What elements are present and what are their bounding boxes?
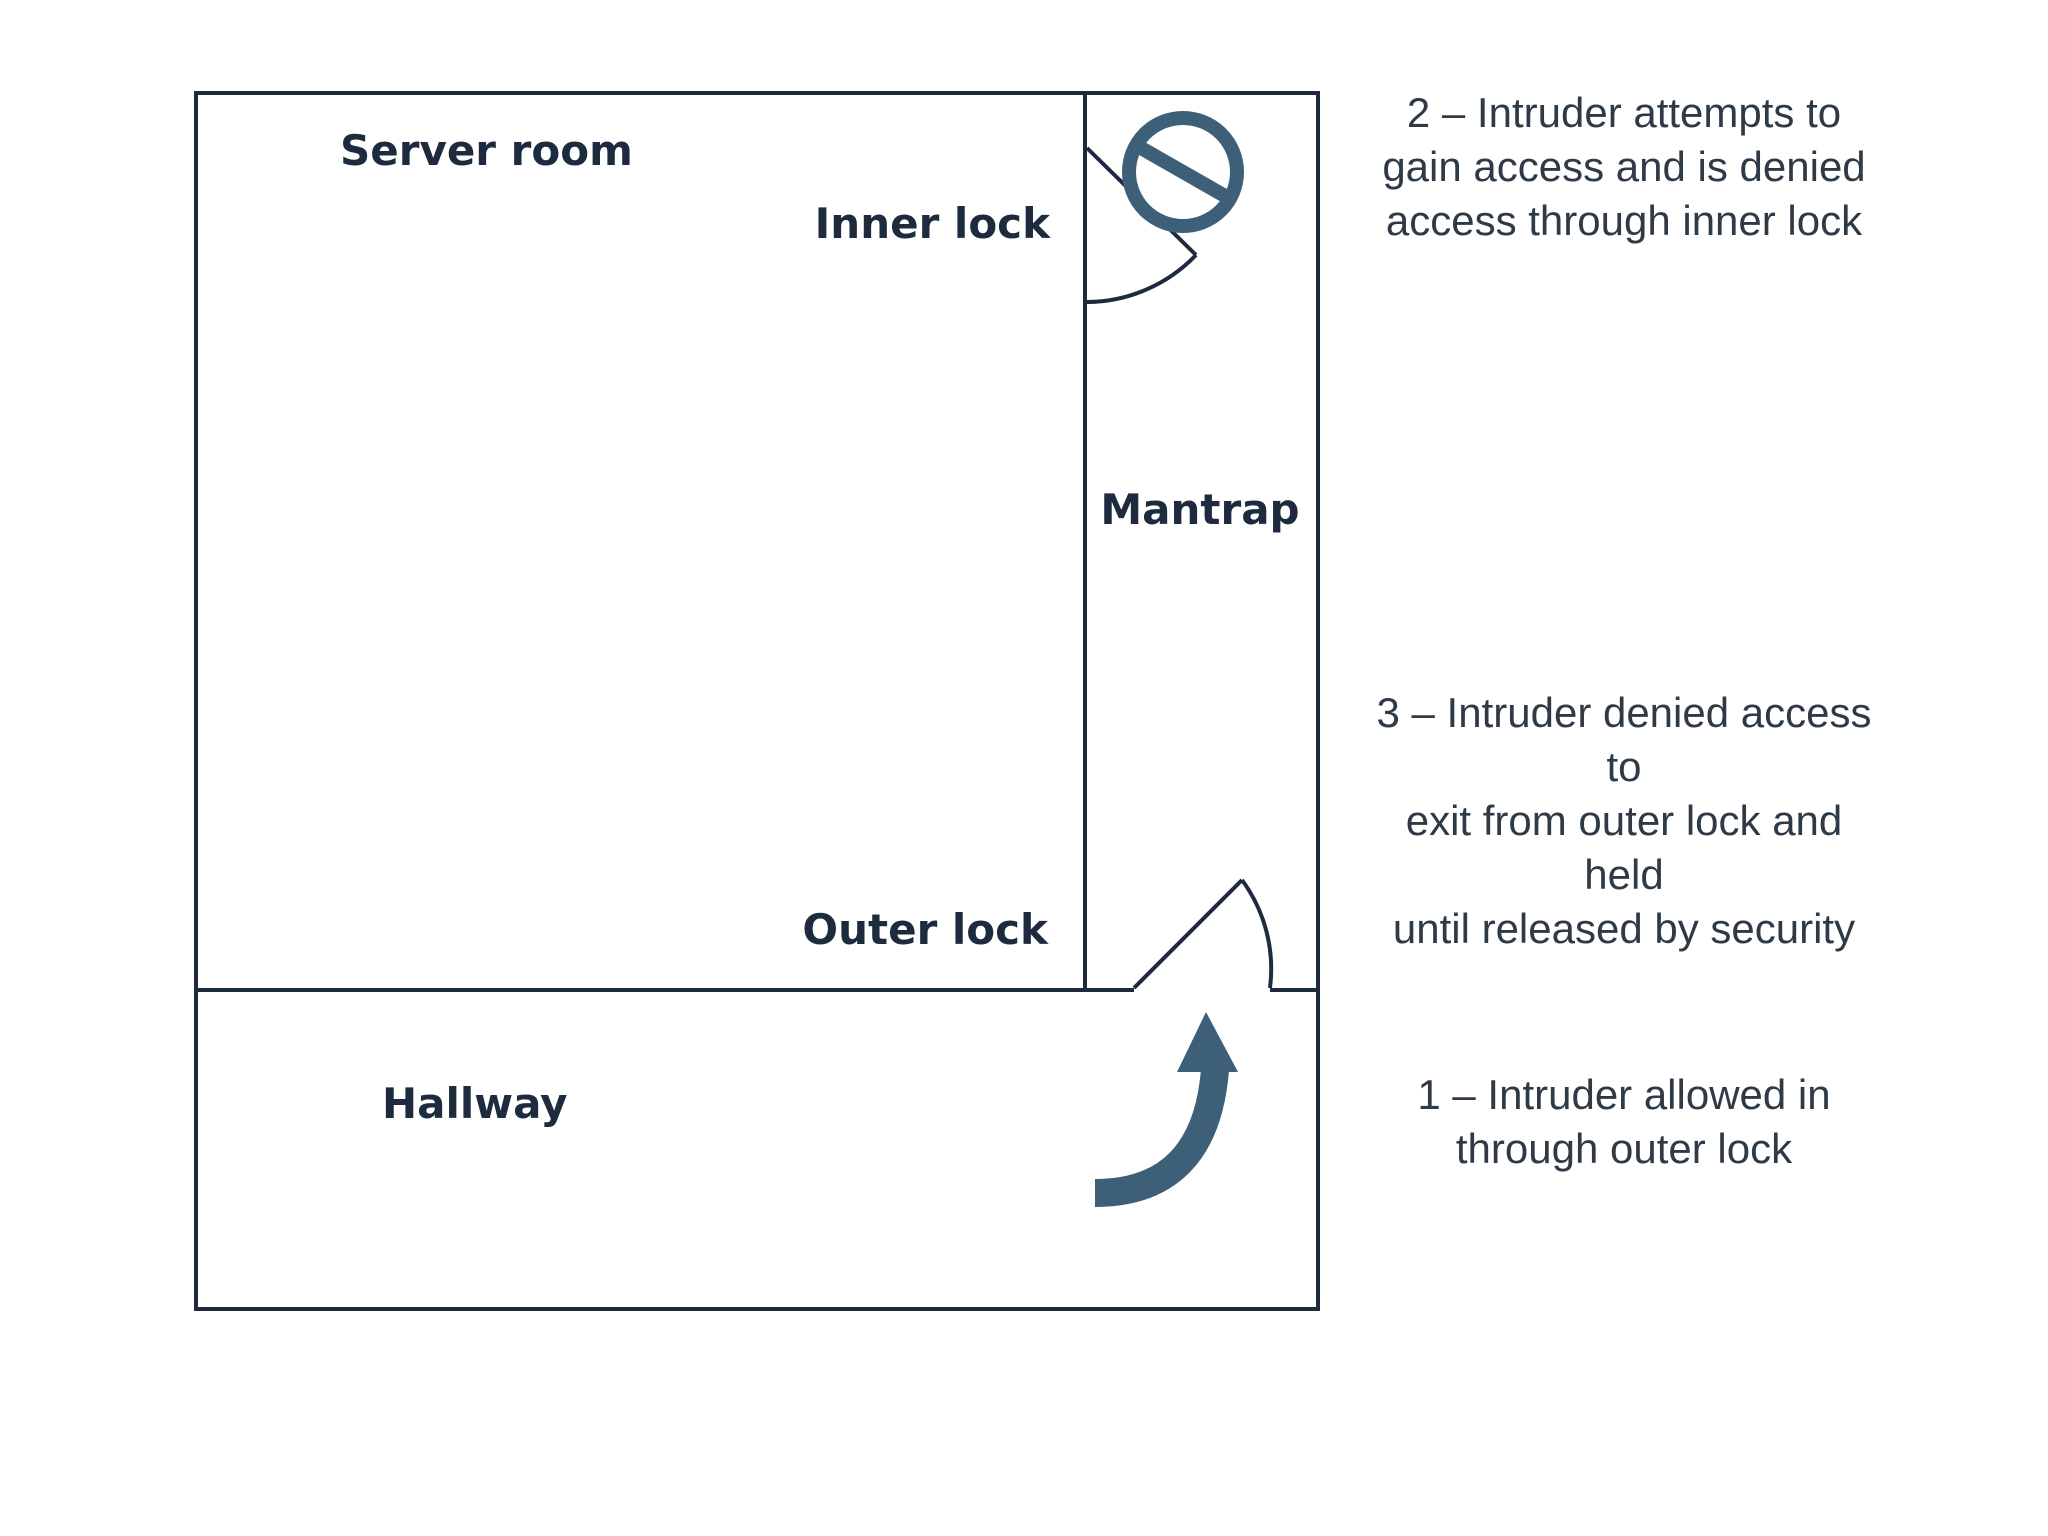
step-3-note: 3 – Intruder denied access to exit from …	[1376, 689, 1872, 952]
step-1-note: 1 – Intruder allowed in through outer lo…	[1417, 1071, 1831, 1172]
building-outline	[194, 91, 1320, 1311]
inner-lock-label: Inner lock	[815, 199, 1051, 248]
hallway-label: Hallway	[382, 1079, 568, 1128]
curved-arrow-icon	[1094, 1012, 1238, 1207]
mantrap-label: Mantrap	[1100, 485, 1299, 534]
outer-door	[1132, 878, 1274, 990]
server-room-label: Server room	[340, 126, 633, 175]
outer-lock-label: Outer lock	[802, 905, 1049, 954]
no-entry-icon	[1122, 111, 1244, 233]
step-2-note: 2 – Intruder attempts to gain access and…	[1382, 89, 1866, 244]
